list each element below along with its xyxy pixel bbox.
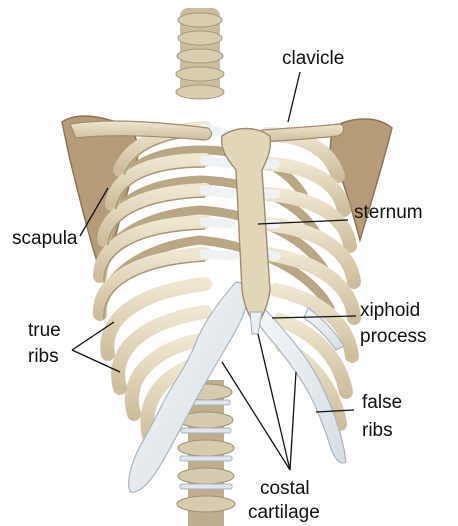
- label-xiphoid-line1: xiphoid: [360, 300, 420, 322]
- label-sternum: sternum: [354, 202, 423, 224]
- vertebral-column: [176, 8, 235, 526]
- clavicle-leader: [288, 72, 300, 122]
- costal-leader-2: [290, 372, 296, 470]
- label-clavicle: clavicle: [282, 48, 344, 70]
- label-xiphoid-line2: process: [360, 326, 427, 348]
- label-costal-line1: costal: [260, 478, 310, 500]
- label-false-ribs-line1: false: [362, 392, 402, 414]
- label-scapula: scapula: [12, 228, 78, 250]
- costal-leader-1: [222, 362, 290, 470]
- label-costal-line2: cartilage: [248, 502, 320, 524]
- label-true-ribs-line1: true: [28, 320, 61, 342]
- label-false-ribs-line2: ribs: [362, 420, 393, 442]
- label-true-ribs-line2: ribs: [28, 346, 59, 368]
